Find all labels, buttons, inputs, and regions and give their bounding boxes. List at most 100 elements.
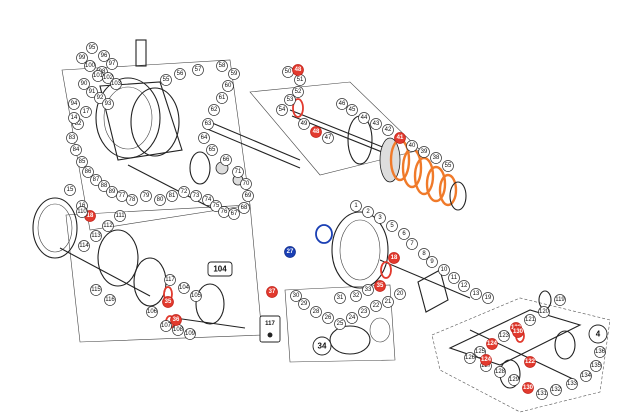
callout-levelwind-group-120-1-text: 120 (539, 309, 550, 315)
callout-frame-group-60-43-circle (222, 80, 234, 92)
callout-handle-group-41-13: 41 (394, 132, 406, 144)
callout-levelwind-group-119-0-circle (554, 294, 566, 306)
callout-frame-group-64-39-text: 64 (201, 135, 208, 141)
callout-frame-group-84-16-text: 84 (73, 147, 80, 153)
callout-handle-group-45-9-circle (346, 104, 358, 116)
callout-frame-group-86-18-text: 86 (85, 169, 92, 175)
label-spool-box (207, 261, 233, 277)
cast-control (189, 151, 211, 185)
callout-frame-group-65-38: 65 (206, 144, 218, 156)
callout-frame-group-16-51-text: 16 (79, 203, 86, 209)
callout-handle-group-42-12-text: 42 (385, 127, 392, 133)
callout-levelwind-group-128-9: 128 (494, 366, 506, 378)
side-plate (97, 229, 139, 287)
callout-frame-group-76-31-text: 76 (221, 209, 228, 215)
callout-side-group-11-9-text: 11 (451, 275, 458, 281)
callout-frame-group-70-35-circle (240, 178, 252, 190)
callout-frame-group-14-50-circle (68, 112, 80, 124)
callout-side-group-3-2-circle (374, 212, 386, 224)
callout-frame-group-70-35-text: 70 (243, 181, 250, 187)
callout-levelwind-group-134-15: 134 (580, 370, 592, 382)
callout-frame-group-78-23-circle (126, 194, 138, 206)
callout-frame-group-15-53-text: 15 (67, 187, 74, 193)
callout-frame-group-84-16-circle (70, 144, 82, 156)
callout-side-group-33-25-circle (362, 284, 374, 296)
callout-levelwind-group-121-2-text: 121 (525, 317, 536, 323)
callout-handle-group-50-0: 50 (282, 66, 294, 78)
callout-frame-group-103-8-circle (110, 78, 122, 90)
callout-spool-group-116-6: 116 (104, 294, 116, 306)
callout-frame-group-93-12: 93 (102, 98, 114, 110)
callout-frame-group-59-44-circle (228, 68, 240, 80)
callout-handle-group-41-13-text: 41 (397, 135, 404, 141)
callout-spool-group-114-4-text: 114 (79, 243, 89, 249)
callout-spool-group-111-1-text: 111 (115, 213, 125, 219)
callout-frame-group-99-4: 99 (76, 52, 88, 64)
callout-side-group-26-19: 26 (322, 312, 334, 324)
callout-side-group-31-23-text: 31 (337, 295, 344, 301)
callout-frame-group-60-43-text: 60 (225, 83, 232, 89)
callout-side-group-19-12-text: 19 (485, 295, 492, 301)
callout-levelwind-group-124-5-text: 124 (487, 341, 498, 347)
spool-cover (195, 283, 225, 325)
callout-side-group-30-22-text: 30 (293, 293, 300, 299)
callout-frame-group-99-4-text: 99 (79, 55, 86, 61)
callout-spool-group-112-2-text: 112 (103, 223, 113, 229)
callout-spool-group-109-13-text: 109 (185, 331, 196, 337)
callout-side-group-3-2: 3 (374, 212, 386, 224)
callout-levelwind-group-126-7-circle (464, 352, 476, 364)
callout-frame-group-79-24-text: 79 (143, 193, 150, 199)
callout-handle-group-44-10-text: 44 (361, 115, 368, 121)
callout-highlight-18-4-text: 18 (391, 255, 398, 261)
callout-spool-group-116-6-text: 116 (105, 297, 115, 303)
callout-frame-group-56-47-text: 56 (177, 71, 184, 77)
callout-levelwind-group-129-10-text: 129 (509, 377, 520, 383)
callout-frame-group-74-29-text: 74 (205, 197, 212, 203)
callout-spool-group-114-4-circle (78, 240, 90, 252)
callout-frame-group-68-33-text: 68 (241, 205, 248, 211)
callout-levelwind-group-135-16-text: 135 (591, 363, 602, 369)
callout-levelwind-group-123-4: 123 (498, 330, 510, 342)
callout-handle-group-49-5-circle (298, 118, 310, 130)
callout-handle-group-40-14: 40 (406, 140, 418, 152)
callout-spool-group-108-12: 108 (172, 324, 184, 336)
spool (133, 257, 167, 307)
frame-group-outline (61, 59, 251, 231)
callout-levelwind-group-127-8-text: 127 (481, 363, 492, 369)
callout-levelwind-group-124-5: 124 (486, 338, 498, 350)
callout-spool-group-109-13-circle (184, 328, 196, 340)
drag-washer-3 (413, 156, 435, 196)
frame-side (130, 87, 180, 157)
callout-spool-group-105-9: 105 (190, 290, 202, 302)
callout-frame-group-17-49-text: 17 (83, 109, 90, 115)
callout-frame-group-59-44-text: 59 (231, 71, 238, 77)
callout-frame-group-63-40: 63 (202, 118, 214, 130)
callout-frame-group-90-9-circle (78, 78, 90, 90)
callout-frame-group-100-5: 100 (84, 60, 96, 72)
callout-side-group-25-18: 25 (334, 318, 346, 330)
callout-handle-group-44-10: 44 (358, 112, 370, 124)
callout-frame-group-100-5-circle (84, 60, 96, 72)
drag-gear-small (369, 317, 391, 343)
label-spool-104: 104 (207, 261, 233, 277)
callout-frame-group-71-36-circle (232, 166, 244, 178)
callout-frame-group-86-18-circle (82, 166, 94, 178)
callout-frame-group-57-46-circle (192, 64, 204, 76)
callout-side-group-1-0-circle (350, 200, 362, 212)
callout-handle-group-38-16: 38 (430, 152, 442, 164)
callout-frame-group-77-22-circle (116, 190, 128, 202)
drive-shaft (289, 109, 391, 151)
callout-spool-group-112-2: 112 (102, 220, 114, 232)
callout-frame-group-88-20: 88 (98, 180, 110, 192)
callout-frame-group-71-36: 71 (232, 166, 244, 178)
callout-highlight-48-5-circle (292, 64, 304, 76)
label-pin-text: 117 (265, 321, 275, 327)
callout-frame-group-79-24-circle (140, 190, 152, 202)
callout-handle-group-41-13-circle (394, 132, 406, 144)
callout-frame-group-71-36-text: 71 (235, 169, 242, 175)
callout-levelwind-group-136-17-text: 136 (595, 349, 606, 355)
callout-frame-group-103-8: 103 (110, 78, 122, 90)
callout-handle-group-42-12-circle (382, 124, 394, 136)
callout-frame-group-63-40-circle (202, 118, 214, 130)
callout-frame-group-82-14-text: 82 (75, 121, 82, 127)
